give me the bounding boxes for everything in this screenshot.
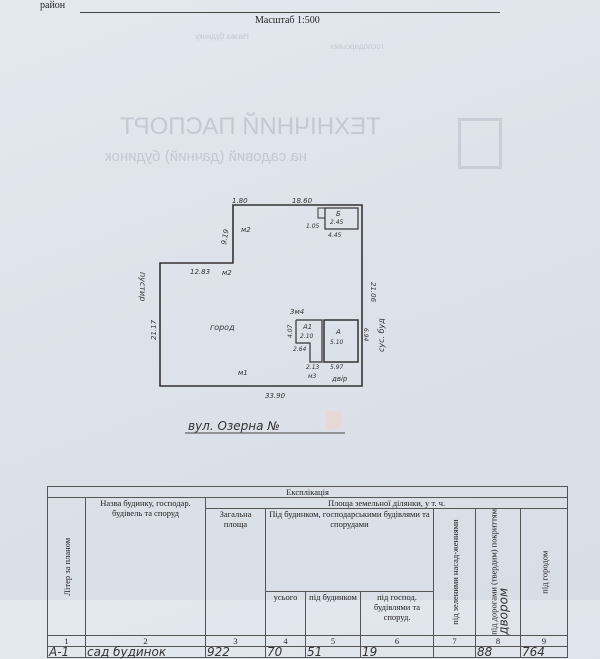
col-number: 9 — [519, 634, 569, 647]
dim-label: 18.60 — [292, 197, 313, 205]
dim-label: 5.97 — [330, 364, 344, 371]
col-number: 3 — [205, 634, 266, 647]
dim-label: 12.83 — [190, 268, 210, 276]
scale-label: Масштаб 1:500 — [255, 15, 320, 26]
dim-label: 21.06 — [369, 282, 377, 303]
label-yard: двір — [331, 375, 348, 383]
cell-name: сад будинок — [85, 645, 206, 658]
district-label: район — [40, 0, 66, 11]
building-a — [323, 319, 359, 363]
showthrough-stamp — [458, 118, 502, 169]
col-letter: Літер за планом — [47, 497, 86, 636]
dim-label: 2.13 — [306, 364, 320, 371]
cell-total: 922 — [205, 645, 266, 658]
cell-house: 51 — [305, 645, 361, 658]
col-name: Назва будинку, господар. будівель та спо… — [85, 497, 206, 636]
col-number: 2 — [85, 634, 206, 647]
dim-label: 2.10 — [300, 333, 314, 340]
site-plan: 1.80 18.60 9.19 12.83 21.17 21.06 33.90 … — [138, 197, 386, 434]
label-m2: м2 — [241, 226, 251, 234]
dim-label: 2.64 — [293, 346, 307, 353]
dim-label: 1.05 — [306, 223, 320, 230]
label-m2: м2 — [222, 269, 232, 277]
col-under-house: під будинком — [305, 590, 361, 636]
redacted-number — [326, 411, 341, 429]
cell-green — [433, 645, 476, 658]
col-area-group: Площа земельної ділянки, у т. ч. — [204, 497, 569, 509]
label-east: сус. буд — [377, 318, 386, 352]
cell-garden: 764 — [519, 645, 569, 658]
label-west: пустир — [138, 272, 147, 301]
dim-label: 6.94 — [362, 328, 369, 342]
col-roads-label: під дорогами (твердим) покриттям — [488, 509, 498, 635]
building-a1 — [295, 319, 323, 363]
col-under-group: Під будинком, господарськими будівлями т… — [265, 508, 434, 592]
label-building-a: А — [335, 328, 341, 336]
cell-all: 70 — [265, 645, 306, 658]
dim-label: 2.45 — [330, 219, 344, 226]
col-green: під зеленими насад-женнями — [433, 508, 476, 636]
dim-label: 9.19 — [220, 228, 231, 245]
col-roads-handwritten: двором — [496, 587, 510, 635]
col-number: 5 — [305, 634, 361, 647]
col-number: 4 — [265, 634, 306, 647]
dim-label: 1.80 — [232, 197, 248, 205]
explication-table: Експлікація Літер за планом Назва будинк… — [46, 486, 569, 658]
col-number: 8 — [475, 634, 521, 647]
label-building-a1: А1 — [302, 323, 312, 331]
header-rule — [80, 12, 500, 13]
cell-outbuildings: 19 — [360, 645, 434, 658]
label-building-b: Б — [336, 210, 341, 218]
col-total: Загальна площа — [205, 508, 266, 636]
col-number: 7 — [433, 634, 476, 647]
dim-label: 4.45 — [328, 232, 342, 239]
label-m3: м3 — [308, 373, 317, 380]
label-m4: 3м4 — [290, 308, 304, 316]
street-name: вул. Озерна № — [188, 419, 280, 433]
table-title: Експлікація — [46, 486, 569, 498]
outbuilding — [317, 207, 326, 219]
col-all: усього — [265, 590, 306, 636]
label-garden: город — [210, 323, 235, 332]
col-number: 1 — [47, 634, 86, 647]
col-number: 6 — [360, 634, 434, 647]
col-under-outbuildings: під господ. будівлями та споруд. — [360, 590, 434, 636]
dim-label: 4.07 — [287, 324, 294, 338]
dim-label: 33.90 — [265, 392, 286, 400]
plot-boundary — [159, 204, 363, 387]
label-m1: м1 — [238, 369, 248, 377]
cell-roads: 88 — [475, 645, 521, 658]
dim-label: 21.17 — [150, 319, 158, 340]
cell-letter: А-1 — [47, 645, 86, 658]
dim-label: 5.10 — [330, 339, 344, 346]
col-garden: під городом — [520, 508, 568, 636]
table-row: А-1 сад будинок 922 70 51 19 88 764 — [47, 645, 569, 658]
